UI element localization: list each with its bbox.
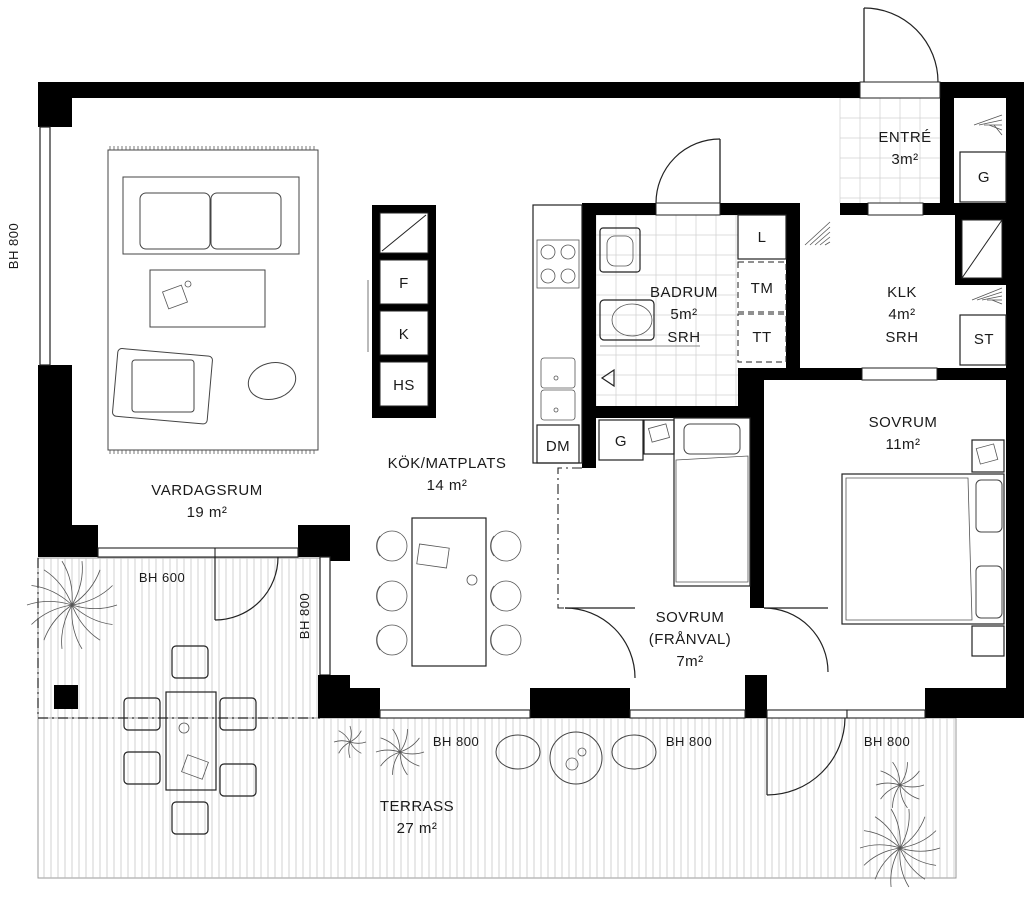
appliance-g-entre: G	[978, 169, 990, 186]
room-labels: VARDAGSRUM 19 m² KÖK/MATPLATS 14 m² BADR…	[151, 129, 937, 837]
plant-icons	[26, 560, 941, 888]
bh-balcony: BH 600	[139, 570, 185, 585]
area-terrass: 27 m²	[397, 820, 438, 837]
appliance-g-sovrum: G	[615, 433, 627, 450]
label-entre: ENTRÉ	[878, 129, 931, 146]
note-klk: SRH	[885, 329, 918, 346]
bh-balcony-side: BH 800	[297, 593, 312, 639]
appliance-dm: DM	[546, 438, 570, 455]
living-room-furniture	[107, 146, 319, 454]
badrum-tiles	[595, 214, 738, 406]
bh-terrace-3: BH 800	[864, 734, 910, 749]
appliance-l: L	[758, 229, 767, 246]
terrace-decking	[37, 557, 957, 879]
appliance-st: ST	[974, 331, 994, 348]
bh-terrace-2: BH 800	[666, 734, 712, 749]
note-badrum: SRH	[667, 329, 700, 346]
entre-tiles	[839, 97, 941, 203]
label-sovrum-small: SOVRUM	[656, 609, 725, 626]
label-klk: KLK	[887, 284, 917, 301]
label-badrum: BADRUM	[650, 284, 718, 301]
appliance-tt: TT	[752, 329, 771, 346]
area-sovrum-large: 11m²	[885, 436, 920, 453]
storage: G ST	[804, 114, 1007, 366]
walls	[38, 82, 1024, 719]
sub-sovrum-small: (FRÅNVAL)	[649, 631, 732, 648]
bedroom-furniture: G	[598, 417, 1005, 657]
label-sovrum-large: SOVRUM	[869, 414, 938, 431]
appliance-k: K	[399, 326, 410, 343]
area-vardagsrum: 19 m²	[187, 504, 228, 521]
appliance-hs: HS	[393, 377, 415, 394]
appliance-tm: TM	[751, 280, 774, 297]
bathroom-fixtures: L TM TT	[599, 214, 787, 388]
area-kok: 14 m²	[427, 477, 468, 494]
area-entre: 3m²	[891, 151, 918, 168]
bh-terrace-1: BH 800	[433, 734, 479, 749]
terrace-furniture	[54, 645, 657, 835]
appliance-f: F	[399, 275, 409, 292]
area-sovrum-small: 7m²	[676, 653, 703, 670]
label-kok: KÖK/MATPLATS	[388, 454, 507, 472]
label-vardagsrum: VARDAGSRUM	[151, 482, 262, 499]
bh-left: BH 800	[6, 223, 21, 269]
label-terrass: TERRASS	[380, 798, 454, 815]
kitchen: DM F K HS	[367, 204, 583, 667]
window-height-labels: BH 800 BH 600 BH 800 BH 800 BH 800 BH 80…	[6, 223, 910, 749]
area-klk: 4m²	[888, 306, 915, 323]
doors	[214, 7, 941, 796]
area-badrum: 5m²	[670, 306, 697, 323]
